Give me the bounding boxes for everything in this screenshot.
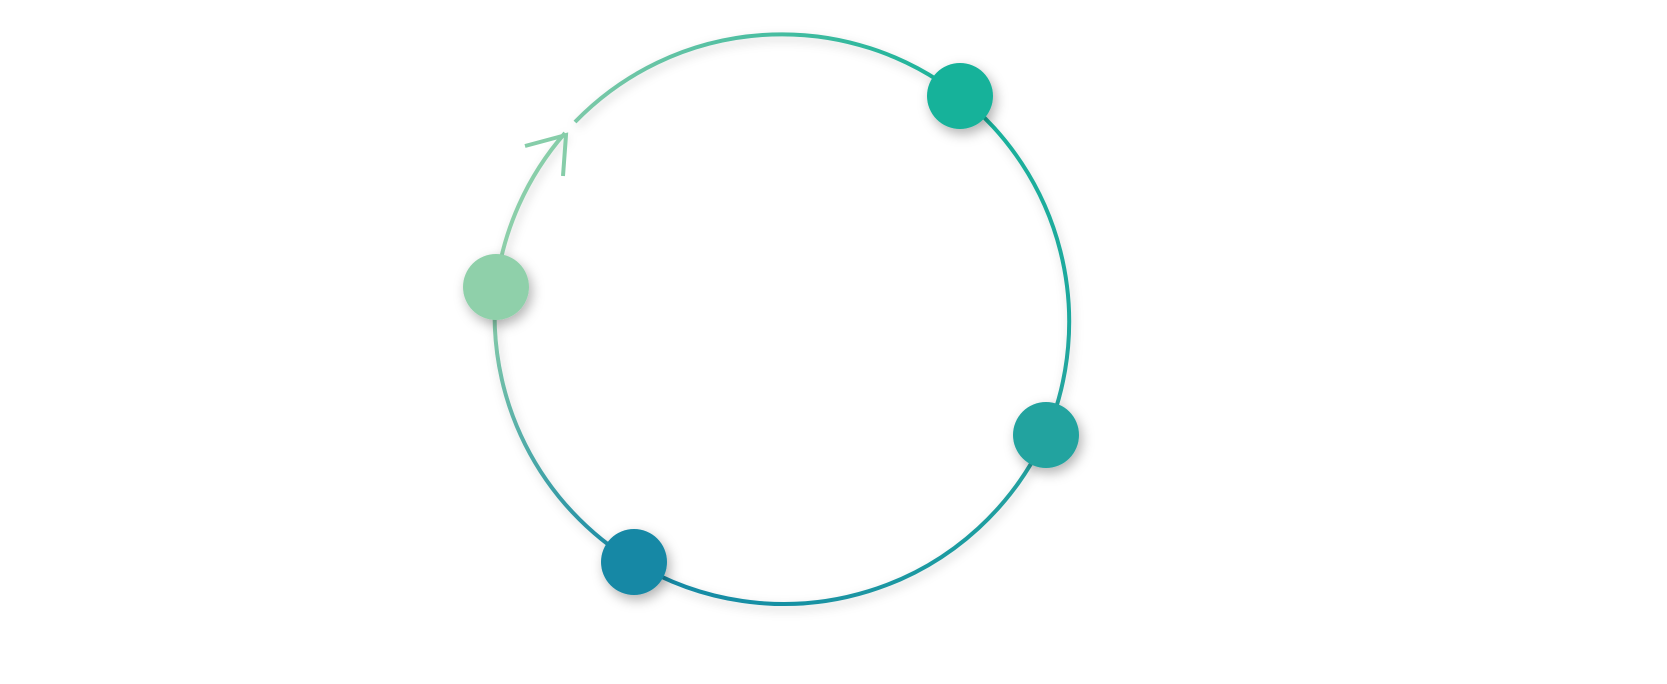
ring-segment	[573, 32, 962, 124]
cycle-ring	[492, 32, 1072, 606]
ring-segment	[958, 94, 1072, 436]
ring-segment	[632, 434, 1048, 606]
cycle-node-1	[927, 63, 993, 129]
cycle-node-3	[601, 529, 667, 595]
cycle-node-2	[1013, 402, 1079, 468]
arrowhead-icon	[524, 132, 569, 177]
ring-segment	[492, 286, 636, 564]
cycle-node-4	[463, 254, 529, 320]
